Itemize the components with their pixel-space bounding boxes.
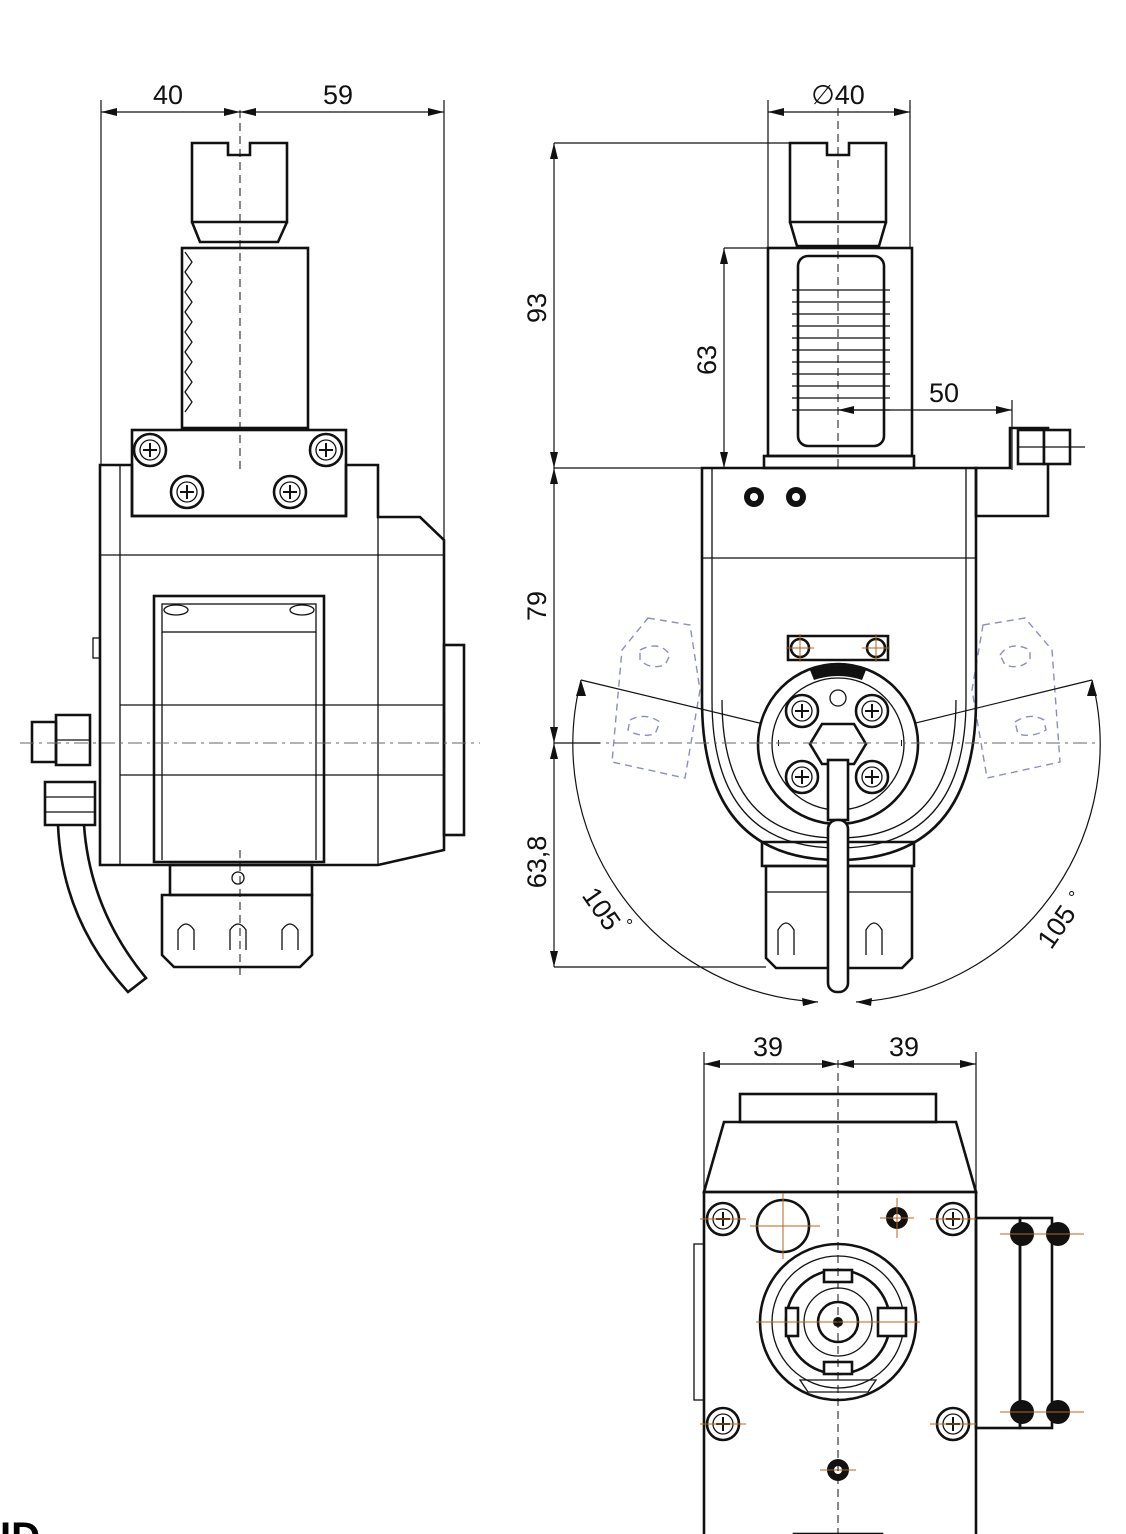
side-view: 40 59	[20, 80, 480, 994]
dim-front-diameter: ∅40	[811, 80, 865, 110]
dim-bottom-width-right: 39	[889, 1032, 919, 1062]
dim-offset-coolant: 50	[929, 378, 959, 408]
dim-height-upper: 93	[522, 293, 552, 323]
dim-angle-left: 105	[576, 882, 626, 936]
dim-height-shank: 63	[692, 345, 722, 375]
dim-side-width-right: 59	[323, 80, 353, 110]
svg-text:°: °	[626, 916, 633, 936]
dim-height-body: 79	[522, 591, 552, 621]
cropped-label: ID	[0, 1515, 40, 1534]
svg-text:°: °	[1068, 888, 1075, 908]
bottom-view: 39 39	[693, 1032, 1084, 1534]
dim-side-width-left: 40	[153, 80, 183, 110]
svg-text:ı: ı	[900, 737, 903, 749]
dim-height-lower: 63,8	[522, 836, 552, 889]
dim-bottom-width-left: 39	[753, 1032, 783, 1062]
front-view: ı ı ∅40 93 79 63,8	[522, 80, 1101, 1006]
